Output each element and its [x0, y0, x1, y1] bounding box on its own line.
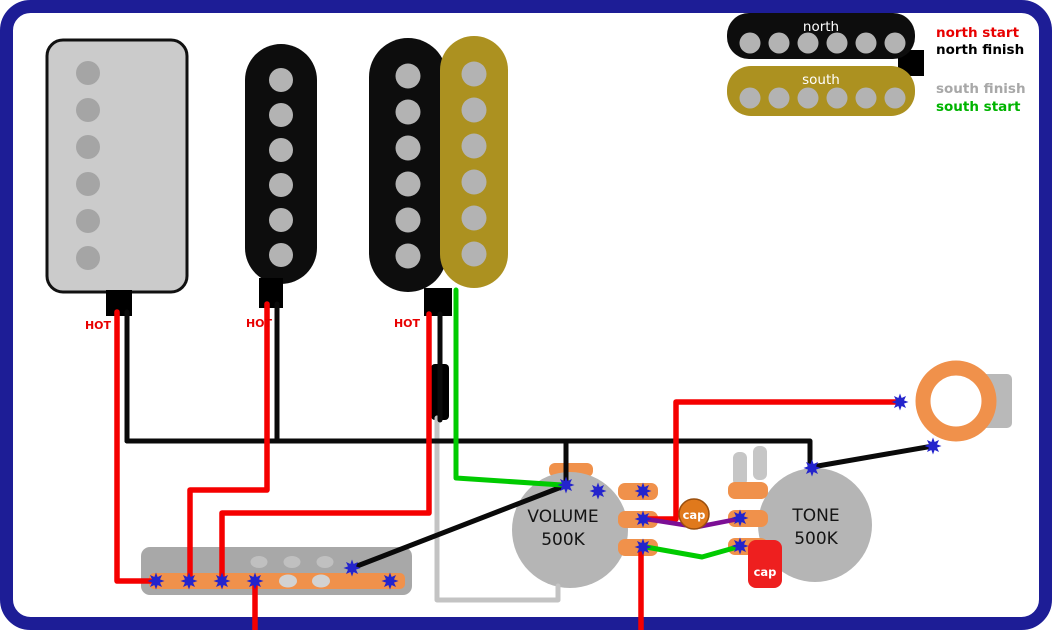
humbucker-south-coil: [440, 36, 508, 288]
south-finish-wire: [434, 415, 561, 603]
tone-lug-1: [728, 482, 768, 499]
legend-north-finish: north finish: [936, 42, 1024, 58]
neck-hot-label: HOT: [85, 319, 112, 332]
tone-capacitor-label: cap: [683, 508, 706, 522]
middle-hot-wire: [187, 301, 270, 584]
bridge-humbucker: [369, 36, 508, 420]
humbucker-north-poles: [395, 63, 421, 269]
bridge-hot-label: HOT: [394, 317, 421, 330]
middle-pickup: [245, 44, 317, 308]
neck-hot-wire: [114, 309, 153, 584]
legend-south-poles: [739, 87, 906, 109]
jack-ring: [915, 360, 997, 442]
ground-bus-wire: [124, 438, 813, 469]
red-capacitor: [748, 540, 782, 588]
tone-to-jack-ground-wire: [809, 443, 936, 470]
legend-south-label: south: [802, 72, 840, 88]
tone-unused-lug: [733, 452, 747, 486]
middle-hot-label: HOT: [246, 317, 273, 330]
legend-north-label: north: [803, 19, 839, 35]
legend-south-start: south start: [936, 99, 1021, 115]
switch-unused-lug: [312, 574, 330, 588]
south-start-wire: [453, 287, 565, 488]
legend-north-poles: [739, 32, 906, 54]
humbucker-south-poles: [461, 61, 487, 267]
red-capacitor-label: cap: [754, 565, 777, 579]
switch-lug-strip: [149, 573, 405, 589]
neck-pickup: [45, 38, 189, 316]
legend-north-coil: [727, 13, 924, 76]
switch-unused-lug: [279, 574, 297, 588]
neck-pickup-poles: [76, 61, 100, 270]
tone-label: TONE: [791, 506, 839, 526]
tone-pot-body: [758, 468, 872, 582]
volume-pot-body: [512, 472, 628, 588]
tone-capacitor: [678, 498, 710, 530]
legend-north-start: north start: [936, 25, 1020, 41]
tone-pot: [728, 446, 872, 582]
tone-unused-lug: [753, 446, 767, 480]
middle-pickup-poles: [269, 68, 293, 267]
humbucker-north-coil: [369, 38, 447, 292]
output-jack: [915, 360, 1012, 442]
volume-value-label: 500K: [541, 530, 585, 550]
volume-to-jack-hot-wire: [643, 399, 901, 522]
volume-to-tone-green-wire: [643, 543, 744, 560]
legend-south-coil: [727, 66, 915, 116]
switch-output-wire: [349, 483, 567, 571]
legend-south-finish: south finish: [936, 81, 1026, 97]
pickup-selector-switch: [141, 547, 412, 595]
neck-pickup-body: [45, 38, 189, 294]
wires: [114, 287, 936, 630]
bridge-hot-wire: [219, 311, 432, 584]
volume-label: VOLUME: [527, 507, 598, 527]
tone-value-label: 500K: [794, 529, 838, 549]
middle-pickup-body: [245, 44, 317, 284]
